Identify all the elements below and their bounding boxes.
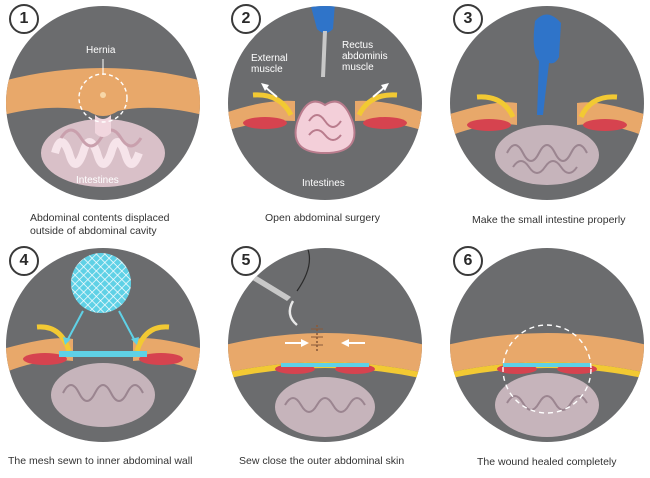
open-surgery-illustration <box>228 6 422 200</box>
label-intestines: Intestines <box>302 178 345 189</box>
step-number-badge: 6 <box>453 246 483 276</box>
label-intestines: Intestines <box>76 175 119 186</box>
label-external-muscle: External muscle <box>251 53 288 75</box>
needle-holder-icon <box>251 248 310 326</box>
step-5: 5 Sew close the outer abdominal skin <box>225 245 435 475</box>
gloved-hand-icon <box>533 14 561 115</box>
caption-line: Sew close the outer abdominal skin <box>239 455 405 467</box>
suturing-illustration <box>228 248 422 442</box>
label-line: muscle <box>342 62 374 73</box>
step-number-badge: 3 <box>453 4 483 34</box>
intestine-repositioning-illustration <box>450 6 644 200</box>
scalpel-hand-icon <box>310 6 335 77</box>
caption-line: Open abdominal surgery <box>265 212 380 224</box>
caption-line: Make the small intestine properly <box>472 214 626 226</box>
mesh-placement-illustration <box>6 248 200 442</box>
caption-line: The mesh sewn to inner abdominal wall <box>8 455 193 467</box>
intestines-shape <box>41 115 165 187</box>
label-line: abdominis <box>342 51 388 62</box>
step-4: 4 The mesh sewn to inner abdominal wall <box>3 245 213 475</box>
label-line: External <box>251 53 288 64</box>
step-6: 6 The wound healed completely <box>447 245 650 475</box>
step-3: 3 Make the small intestine properly <box>447 3 650 233</box>
mesh-icon <box>71 253 131 313</box>
step-1: Hernia Intestines 1 Abdominal contents d… <box>3 3 213 237</box>
caption-line: outside of abdominal cavity <box>30 225 157 237</box>
step-2: External muscle Rectus abdominis muscle … <box>225 3 435 233</box>
label-rectus-muscle: Rectus abdominis muscle <box>342 40 388 73</box>
healed-wound-illustration <box>450 248 644 442</box>
caption-line: Abdominal contents displaced <box>30 212 170 224</box>
step-number-badge: 4 <box>9 246 39 276</box>
step-number-badge: 1 <box>9 4 39 34</box>
label-hernia: Hernia <box>86 45 116 56</box>
step-number-badge: 2 <box>231 4 261 34</box>
step-number-badge: 5 <box>231 246 261 276</box>
label-line: Rectus <box>342 40 374 51</box>
caption-line: The wound healed completely <box>477 456 617 468</box>
label-line: muscle <box>251 64 283 75</box>
hernia-illustration <box>6 6 200 200</box>
